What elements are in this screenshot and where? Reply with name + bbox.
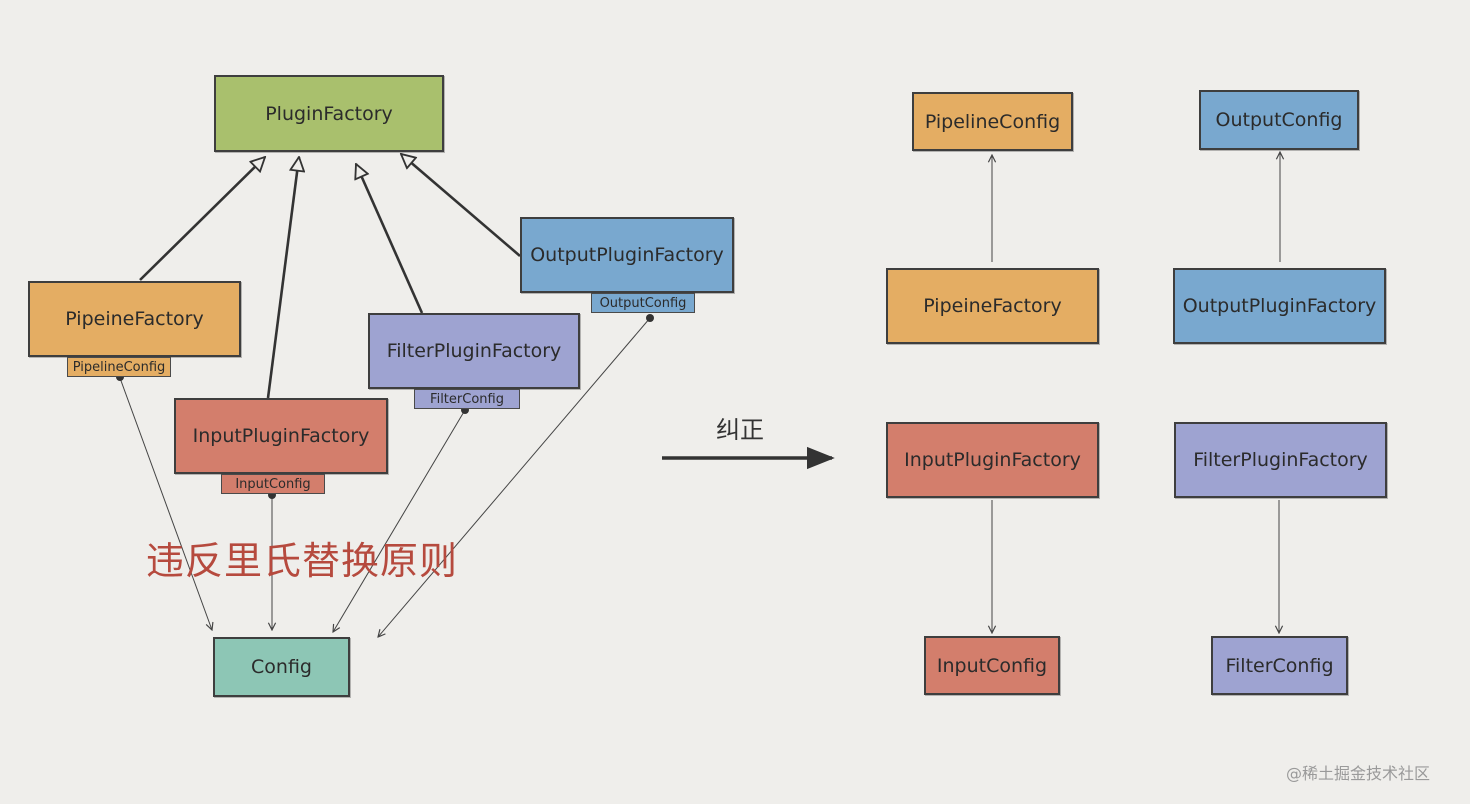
pipeline-config-tag: PipelineConfig xyxy=(67,357,171,377)
inherit-line-filter xyxy=(356,164,424,314)
dependency-line-output-config xyxy=(378,317,651,637)
dependency-line-filter-config xyxy=(333,409,466,632)
filter-plugin-factory-box: FilterPluginFactory xyxy=(368,313,580,389)
right-output-config-box: OutputConfig xyxy=(1199,90,1359,150)
right-filter-config-box: FilterConfig xyxy=(1211,636,1348,695)
inherit-line-pipeline xyxy=(139,157,265,281)
pipeline-factory-box: PipeineFactory xyxy=(28,281,241,357)
watermark: @稀土掘金技术社区 xyxy=(1286,764,1431,783)
input-config-tag: InputConfig xyxy=(221,474,325,494)
inherit-line-input xyxy=(266,157,299,399)
config-box: Config xyxy=(213,637,350,697)
inherit-line-output xyxy=(401,154,521,257)
violation-label: 违反里氏替换原则 xyxy=(146,539,459,583)
correction-label: 纠正 xyxy=(716,416,764,444)
anchor-dot-output xyxy=(646,314,654,322)
filter-config-tag: FilterConfig xyxy=(414,389,520,409)
right-filter-plugin-factory-box: FilterPluginFactory xyxy=(1174,422,1387,498)
dependency-line-pipeline-config xyxy=(119,377,212,630)
output-config-tag: OutputConfig xyxy=(591,293,695,313)
right-input-config-box: InputConfig xyxy=(924,636,1060,695)
output-plugin-factory-box: OutputPluginFactory xyxy=(520,217,734,293)
right-input-plugin-factory-box: InputPluginFactory xyxy=(886,422,1099,498)
right-output-plugin-factory-box: OutputPluginFactory xyxy=(1173,268,1386,344)
right-pipeline-config-box: PipelineConfig xyxy=(912,92,1073,151)
input-plugin-factory-box: InputPluginFactory xyxy=(174,398,388,474)
right-pipeline-factory-box: PipeineFactory xyxy=(886,268,1099,344)
plugin-factory-box: PluginFactory xyxy=(214,75,444,152)
